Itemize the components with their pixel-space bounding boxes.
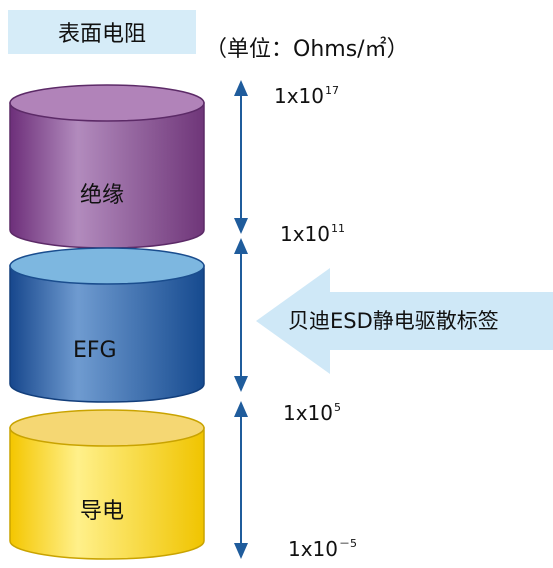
scale-tick-17: 1x1017	[274, 84, 340, 108]
layer-label-insulating: 绝缘	[80, 183, 125, 208]
scale-tick-minus5: 1x10－5	[288, 537, 358, 561]
callout-text: 贝迪ESD静电驱散标签	[288, 309, 499, 333]
scale-arrow-insulating	[234, 80, 248, 234]
scale-arrow-dissipative	[234, 238, 248, 392]
layer-label-efg: EFG	[73, 338, 117, 363]
cylinder-insulating	[9, 84, 205, 249]
unit-label: （单位：Ohms/㎡）	[205, 37, 409, 62]
cylinder-dissipative	[9, 247, 205, 403]
callout-arrow	[256, 268, 553, 374]
cylinder-conductive	[9, 409, 205, 560]
layer-label-conductive: 导电	[80, 499, 125, 524]
scale-arrow-conductive	[234, 401, 248, 559]
title-label: 表面电阻	[57, 22, 146, 47]
title-box: 表面电阻	[8, 10, 196, 54]
scale-tick-5: 1x105	[283, 401, 342, 425]
scale-tick-11: 1x1011	[280, 222, 346, 246]
